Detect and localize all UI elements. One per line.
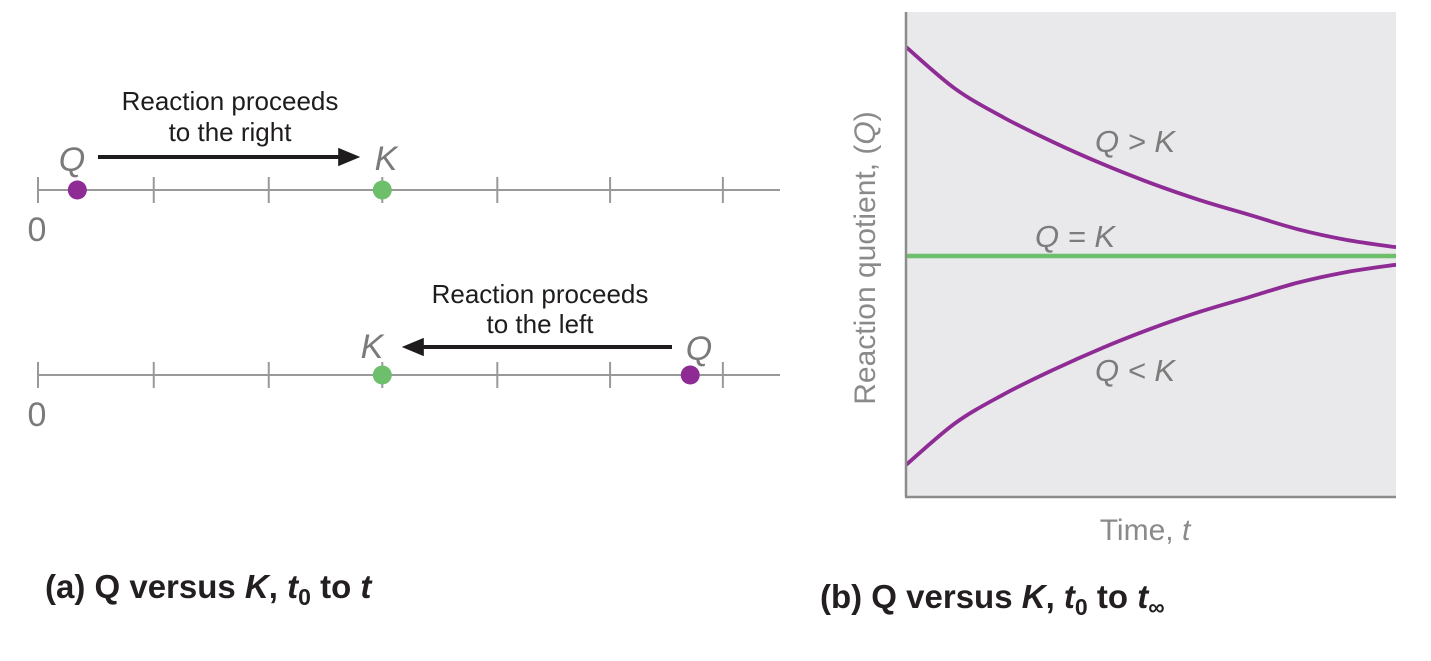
- zero-label-bottom: 0: [28, 396, 47, 434]
- point-K: [372, 365, 392, 385]
- panel-b: Q > K Q = K Q < K Reaction quotient, (Q)…: [820, 12, 1397, 620]
- numberline-bottom-marks: [37, 362, 724, 388]
- label-q-less-k: Q < K: [1095, 353, 1176, 388]
- numberline-top: Reaction proceeds to the right Q K 0: [28, 86, 780, 249]
- arrow-caption-line2: to the right: [169, 117, 293, 147]
- q-label-top: Q: [59, 141, 85, 179]
- k-label-bottom: K: [361, 328, 385, 366]
- k-label-top: K: [375, 140, 399, 178]
- numberline-top-marks: [37, 177, 724, 203]
- label-q-greater-k: Q > K: [1095, 124, 1176, 159]
- curve-Q<K: [904, 262, 1397, 467]
- point-K: [372, 180, 392, 200]
- caption-b: (b) Q versus K, t0 to t∞: [820, 578, 1165, 620]
- qk-plot-curves: [904, 45, 1397, 467]
- zero-label-top: 0: [28, 211, 47, 249]
- panel-a: Reaction proceeds to the right Q K 0 Rea…: [28, 86, 780, 610]
- caption-a: (a) Q versus K, t0 to t: [45, 568, 373, 610]
- arrow-caption-line1: Reaction proceeds: [122, 86, 339, 116]
- x-axis-title: Time, t: [1100, 514, 1192, 547]
- label-q-equals-k: Q = K: [1035, 219, 1116, 254]
- point-Q: [67, 180, 87, 200]
- curve-Q>K: [904, 45, 1397, 250]
- point-Q: [680, 365, 700, 385]
- q-label-bottom: Q: [686, 330, 712, 368]
- y-axis-title: Reaction quotient, (Q): [849, 111, 882, 405]
- arrow-caption-line2: to the left: [487, 309, 595, 339]
- arrow-caption-line1: Reaction proceeds: [432, 279, 649, 309]
- numberline-bottom: Reaction proceeds to the left K Q 0: [28, 279, 780, 434]
